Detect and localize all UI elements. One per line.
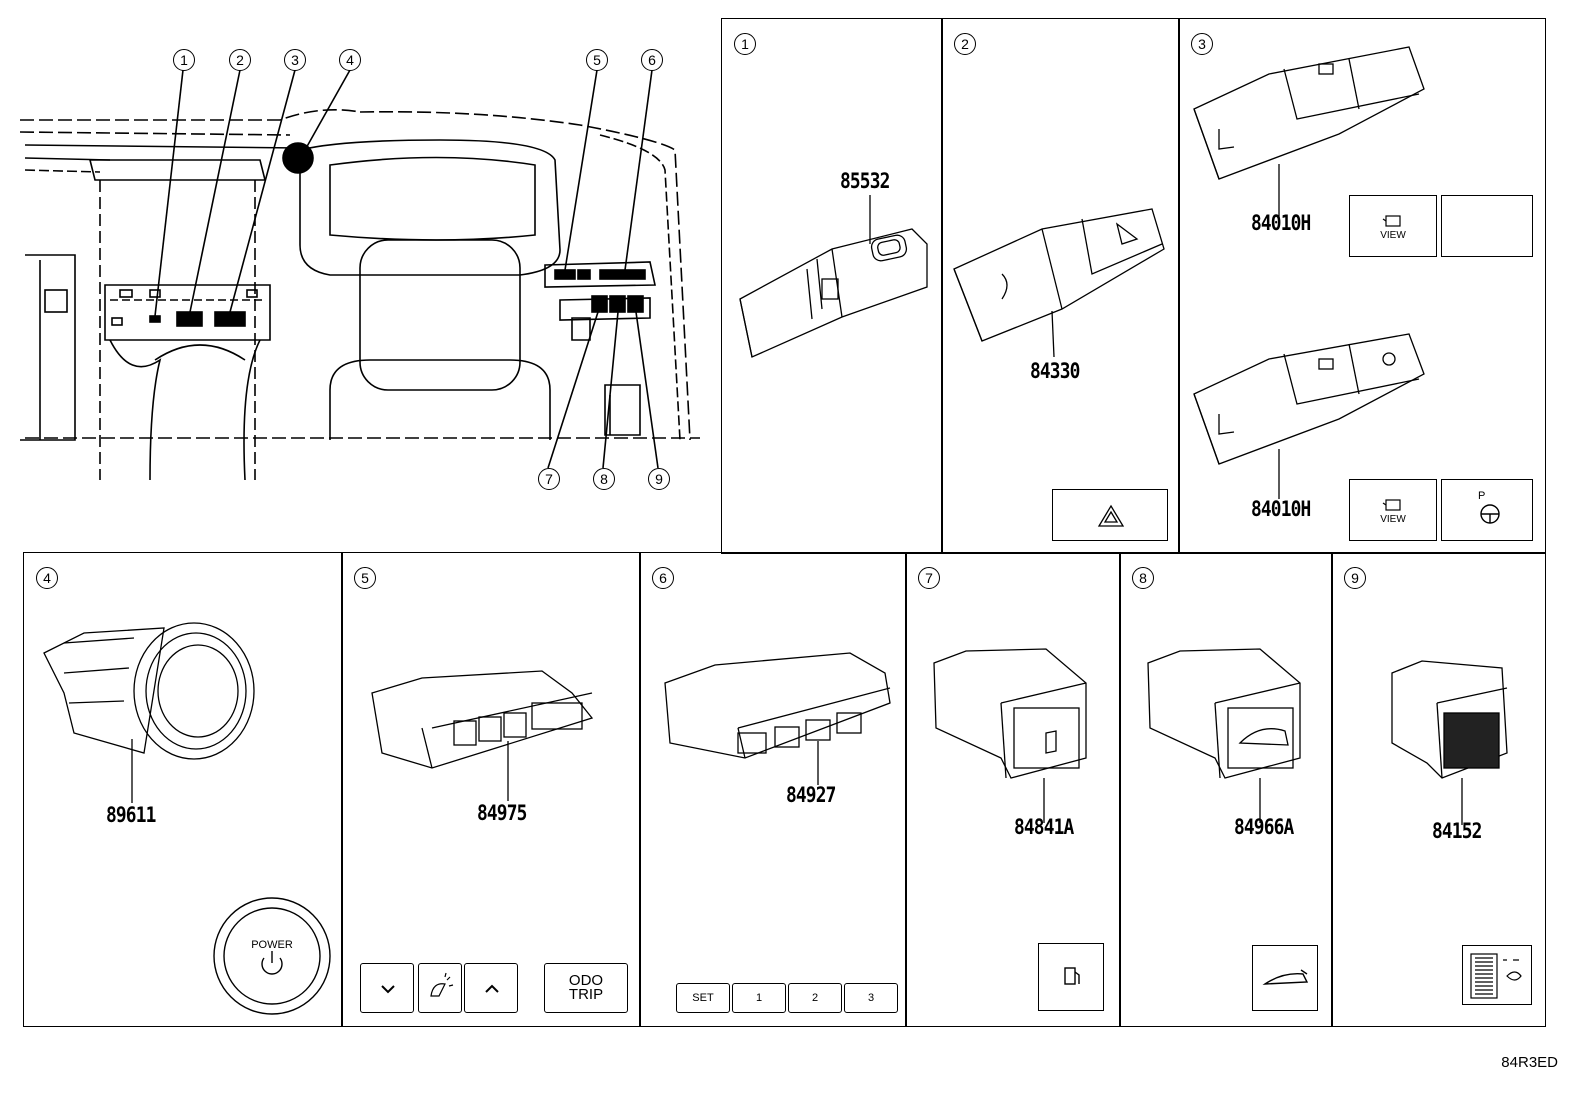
- panel-2: 2 84330: [941, 18, 1180, 554]
- fuel-door-key: [1038, 943, 1104, 1011]
- dashboard-drawing: [19, 69, 700, 481]
- trip-label: TRIP: [568, 986, 604, 1003]
- callout-2: 2: [229, 49, 251, 71]
- dim-up-key: [464, 963, 518, 1013]
- power-label: POWER: [251, 939, 293, 951]
- light-dial-key: [1462, 945, 1532, 1005]
- camera-view-key: VIEW: [1349, 195, 1437, 257]
- part-number: 84152: [1432, 819, 1482, 843]
- panel-1: 1 85532: [721, 18, 943, 554]
- view-label: VIEW: [1380, 514, 1406, 525]
- light-dial-icon: [1470, 953, 1522, 999]
- part-number-upper: 84010H: [1251, 211, 1311, 235]
- panel-9: 9 84152: [1331, 552, 1546, 1027]
- panel-8-number: 8: [1132, 567, 1154, 589]
- camera-view-icon: [1382, 215, 1401, 227]
- part-number: 85532: [840, 169, 890, 193]
- callout-8: 8: [593, 468, 615, 490]
- part-number: 89611: [106, 803, 156, 827]
- panel-7: 7 84841A: [905, 552, 1121, 1027]
- switch-84975-drawing: [371, 670, 594, 801]
- dimmer-icon: [430, 972, 454, 997]
- memory-3-key: 3: [844, 983, 898, 1013]
- switch-85532-drawing: [739, 195, 928, 358]
- chevron-up-icon: [485, 984, 499, 993]
- panel-8: 8 84966A: [1119, 552, 1333, 1027]
- switch-84330-drawing: [953, 208, 1165, 358]
- part-number: 84966A: [1234, 815, 1294, 839]
- odo-trip-key: ODO TRIP: [544, 963, 628, 1013]
- part-number-lower: 84010H: [1251, 497, 1311, 521]
- callout-5: 5: [586, 49, 608, 71]
- set-key: SET: [676, 983, 730, 1013]
- panel-5-number: 5: [354, 567, 376, 589]
- memory-1-key: 1: [732, 983, 786, 1013]
- dashboard-overview: 1 2 3 4 5 6 7 8 9: [0, 0, 720, 550]
- odo-label: ODO: [568, 972, 604, 989]
- parking-steering-icon: [1480, 504, 1500, 524]
- switch-84927-drawing: [664, 652, 891, 785]
- switch-84966a-drawing: [1147, 648, 1301, 823]
- callout-9: 9: [648, 468, 670, 490]
- view-label: VIEW: [1380, 230, 1406, 241]
- camera-view-key-lower: VIEW: [1349, 479, 1437, 541]
- panel-3: 3 84010H 84010H VIEW VIEW P: [1178, 18, 1546, 554]
- power-switch-drawing: [43, 622, 255, 803]
- p-label: P: [1478, 490, 1486, 502]
- panel-2-number: 2: [954, 33, 976, 55]
- rear-hatch-icon: [1262, 969, 1309, 985]
- panel-1-number: 1: [734, 33, 756, 55]
- panel-7-number: 7: [918, 567, 940, 589]
- camera-view-icon: [1382, 499, 1401, 511]
- power-button-drawing: [213, 897, 331, 1015]
- part-number: 84330: [1030, 359, 1080, 383]
- chevron-down-icon: [381, 985, 395, 994]
- blank-key: [1441, 195, 1533, 257]
- document-code: 84R3ED: [1501, 1054, 1558, 1071]
- hazard-key: [1052, 489, 1168, 541]
- switch-84841a-drawing: [933, 648, 1087, 823]
- switch-84010h-drawings: [1193, 46, 1425, 499]
- panel-4: 4 89611 POWER: [23, 552, 343, 1027]
- hazard-icon: [1097, 504, 1125, 527]
- part-number: 84927: [786, 783, 836, 807]
- panel-9-number: 9: [1344, 567, 1366, 589]
- parking-steering-key: P: [1441, 479, 1533, 541]
- callout-4: 4: [339, 49, 361, 71]
- dim-down-key: [360, 963, 414, 1013]
- callout-6: 6: [641, 49, 663, 71]
- panel-4-number: 4: [36, 567, 58, 589]
- callout-7: 7: [538, 468, 560, 490]
- callout-1: 1: [173, 49, 195, 71]
- part-number: 84975: [477, 801, 527, 825]
- memory-2-key: 2: [788, 983, 842, 1013]
- switch-84152-drawing: [1391, 660, 1508, 825]
- dimmer-key: [418, 963, 462, 1013]
- panel-3-number: 3: [1191, 33, 1213, 55]
- fuel-door-icon: [1064, 967, 1080, 985]
- panel-5: 5 84975 ODO TRIP: [341, 552, 641, 1027]
- callout-3: 3: [284, 49, 306, 71]
- rear-hatch-key: [1252, 945, 1318, 1011]
- panel-6-number: 6: [652, 567, 674, 589]
- panel-6: 6 84927 SET 1 2 3: [639, 552, 907, 1027]
